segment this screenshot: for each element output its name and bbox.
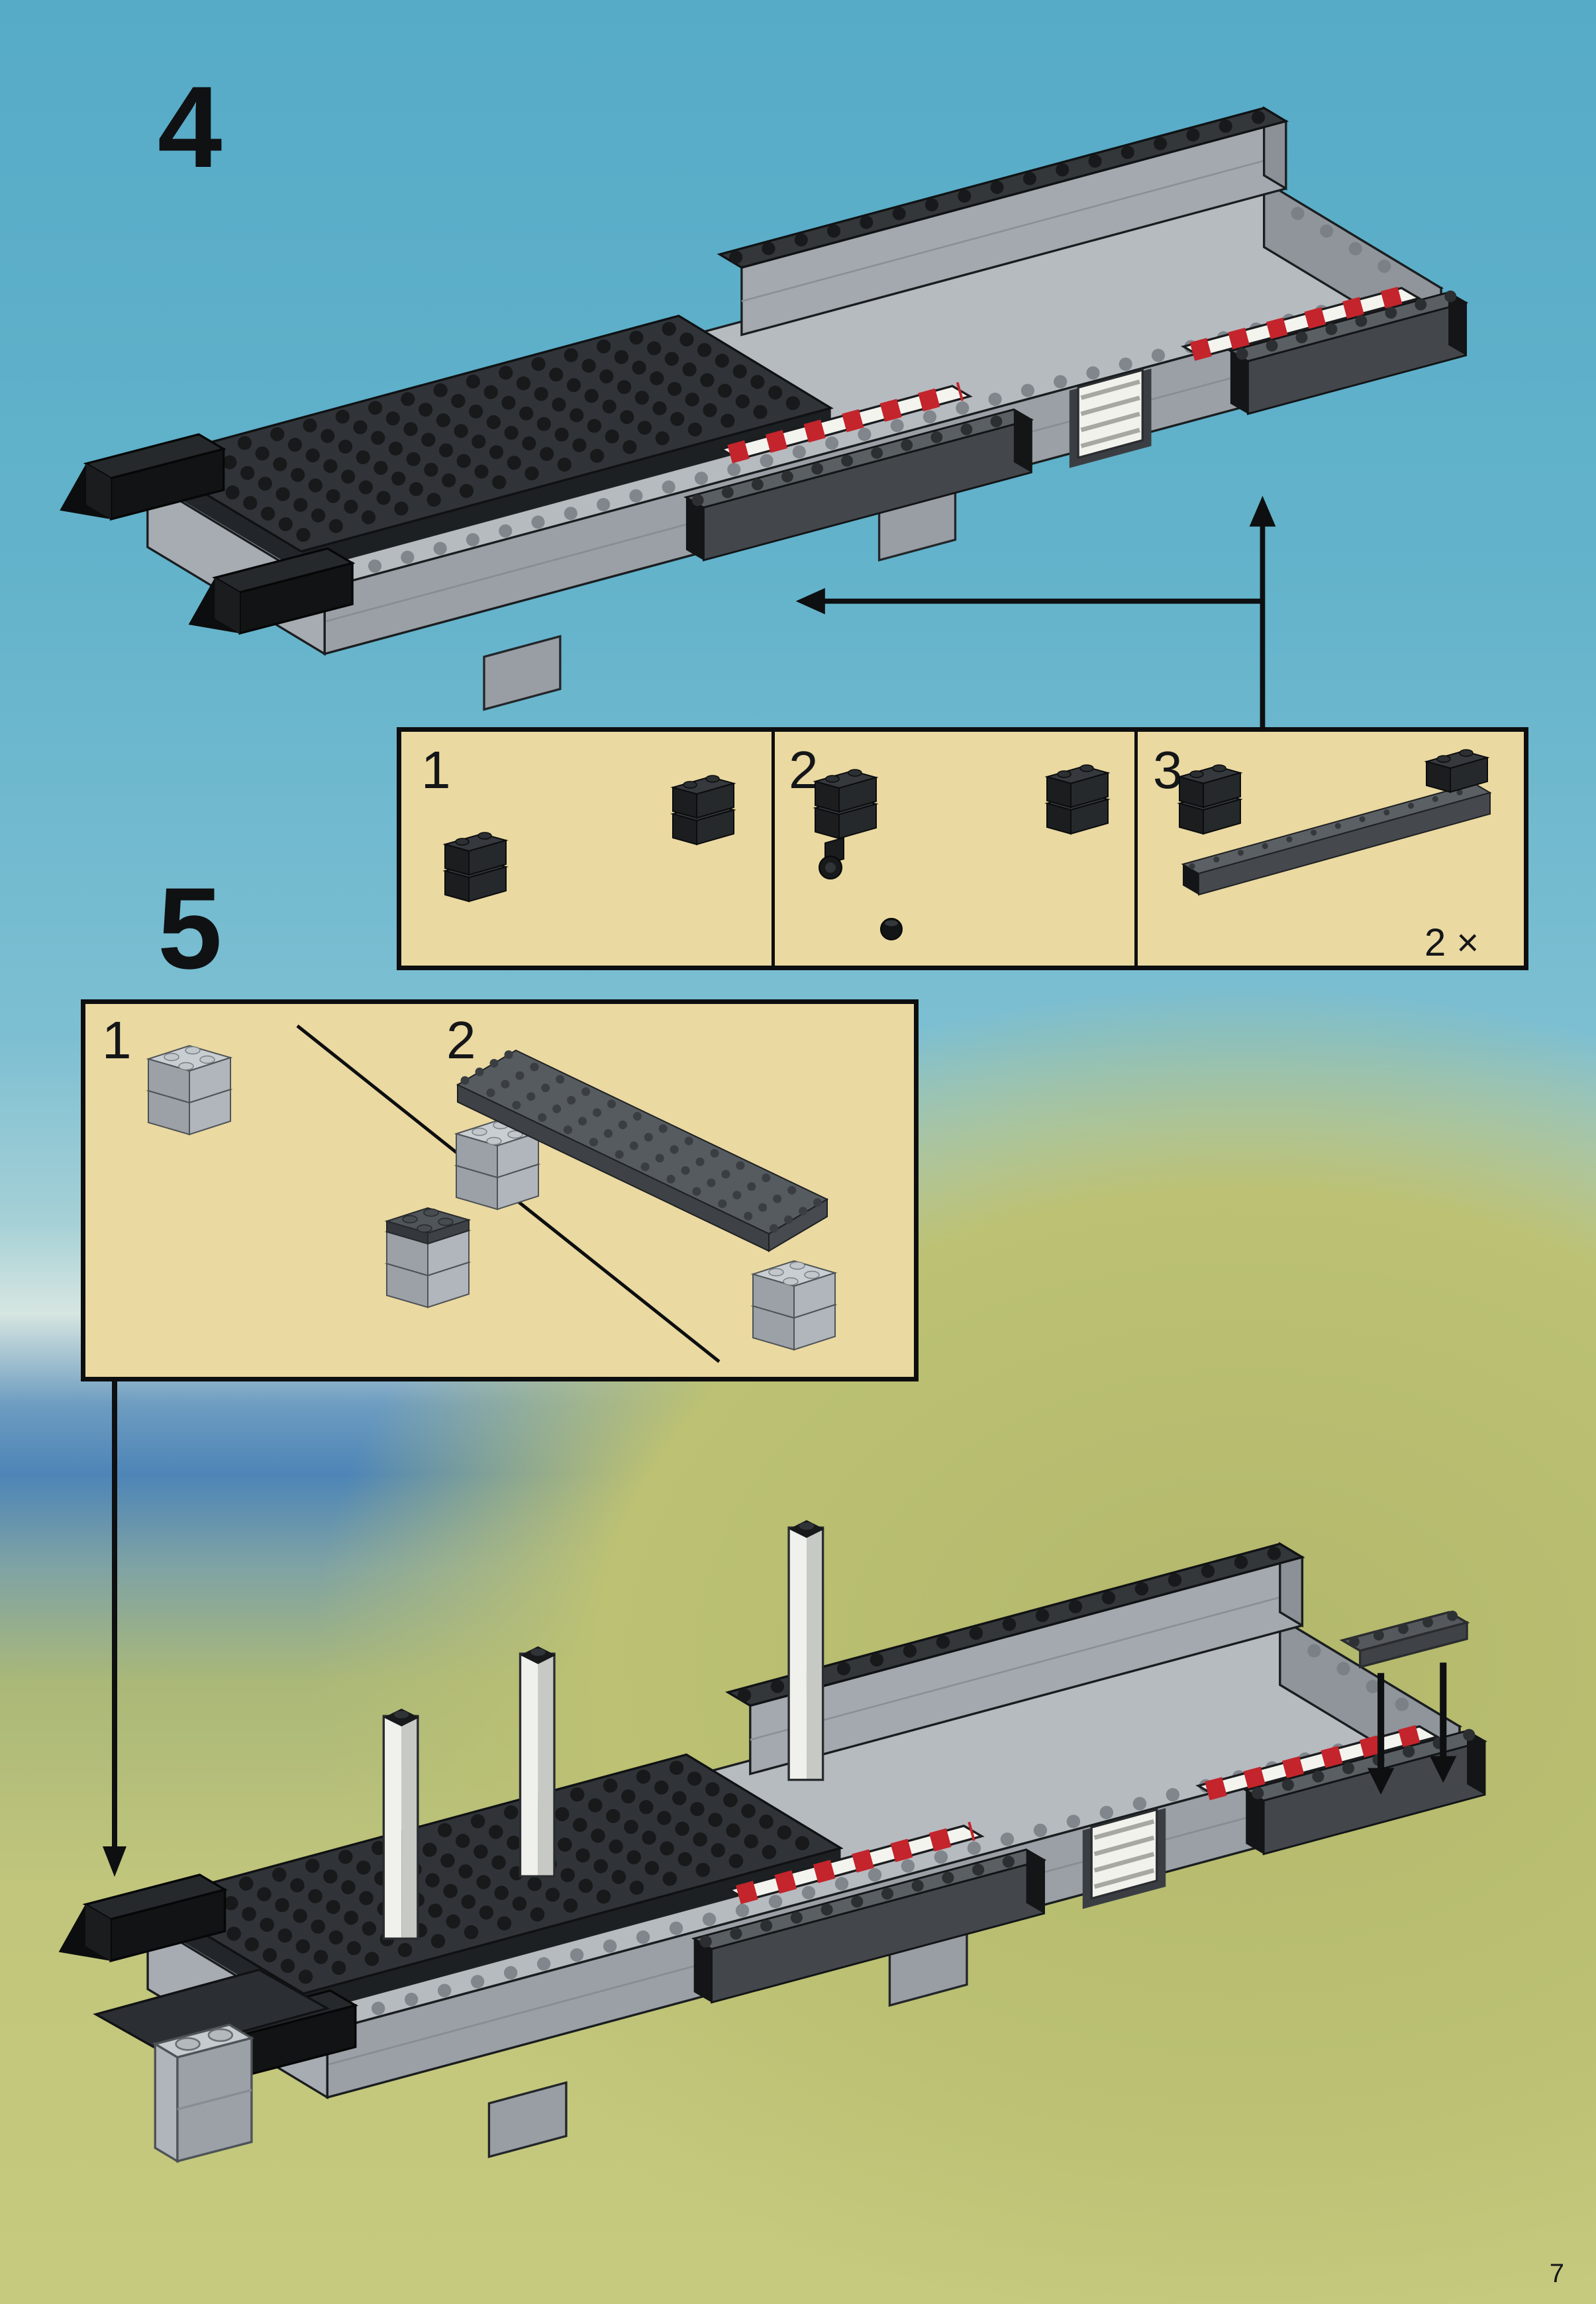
part-plate-on-supports [456, 1049, 836, 1350]
part-light-brick-stack-with-plate [386, 1207, 470, 1308]
part-light-brick-stack-a [148, 1045, 231, 1135]
callout4-label-3: 3 [1153, 740, 1183, 799]
part-black-brick-stack-d [1179, 764, 1241, 834]
hazard-stripe-left [718, 381, 973, 464]
white-pillar-1 [382, 1708, 420, 1940]
floating-plate [1339, 1609, 1470, 1669]
back-wall [724, 1542, 1305, 1776]
step-4-model-illustration [60, 106, 1469, 728]
part-lamp-brick-stack [815, 769, 877, 879]
white-pillar-2 [519, 1646, 556, 1878]
callout-to-model-arrow [103, 1381, 126, 1877]
callout4-parts-illustration [444, 749, 1492, 940]
placement-arrows [1367, 1662, 1457, 1795]
callout4-divider-1 [772, 732, 775, 966]
callout5-label-2: 2 [446, 1011, 476, 1070]
page-number: 7 [1549, 2259, 1564, 2288]
wing-brick-left-upper [58, 1874, 228, 1963]
bumper-beam-right [1228, 289, 1469, 415]
part-lamp-lens [880, 918, 903, 940]
assembly-arrow-left [795, 587, 1263, 615]
callout5-parts-illustration [148, 1025, 836, 1363]
step-5-number: 5 [158, 864, 222, 993]
step-5-model-illustration [58, 1520, 1487, 2164]
part-black-brick-stack-c [1046, 764, 1109, 834]
step-4-number: 4 [158, 63, 222, 192]
left-support-stack [93, 1968, 330, 2164]
wing-brick-left-lower [188, 547, 356, 635]
part-long-beam [1181, 749, 1492, 896]
bumper-beam-left [683, 408, 1034, 562]
callout5-label-1: 1 [102, 1011, 132, 1070]
part-black-brick-stack-a [444, 832, 507, 902]
callout4-divider-2 [1134, 732, 1138, 966]
assembly-arrow-up [1249, 495, 1276, 728]
back-wall [717, 106, 1289, 336]
callout4-label-1: 1 [421, 740, 451, 799]
bumper-beam-left [691, 1848, 1047, 2004]
step-5-parts-callout: 1 2 [81, 999, 919, 1381]
ladder [1069, 368, 1152, 468]
callout4-quantity: 2 × [1424, 921, 1479, 964]
bumper-beam-right [1243, 1728, 1487, 1856]
wing-brick-left-upper [60, 433, 226, 521]
white-pillar-3 [787, 1520, 824, 1781]
callout4-label-2: 2 [789, 740, 819, 799]
hazard-stripe-left [726, 1821, 985, 1905]
hazard-stripe-right [1180, 283, 1422, 361]
part-black-brick-stack-b [672, 775, 734, 845]
ladder [1082, 1808, 1166, 1909]
step-4-parts-callout: 1 2 3 2 × [397, 727, 1528, 970]
